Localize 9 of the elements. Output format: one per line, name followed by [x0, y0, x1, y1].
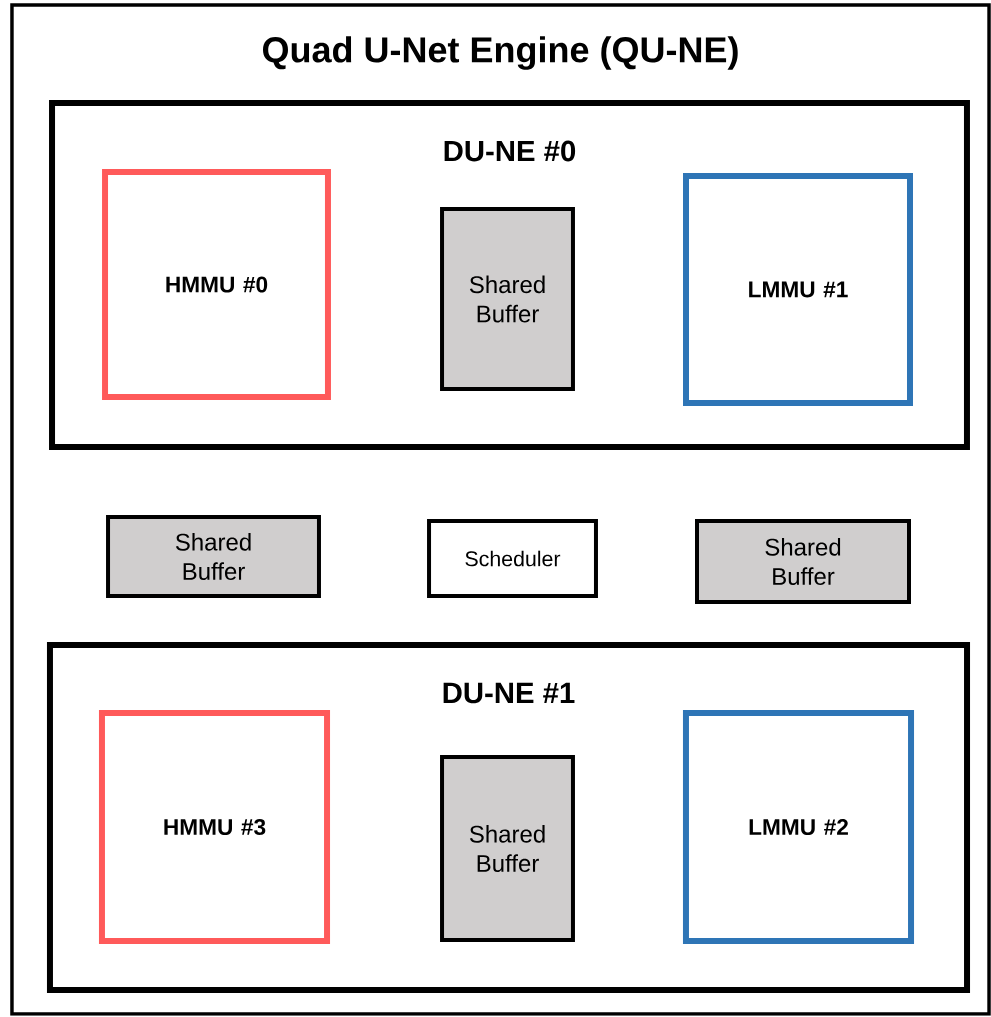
buffer-box: Shared Buffer: [440, 755, 575, 942]
buffer-box: Shared Buffer: [440, 207, 575, 391]
buffer-box: Shared Buffer: [695, 518, 911, 605]
buffer-box: Shared Buffer: [106, 515, 321, 598]
scheduler-box: Scheduler: [427, 519, 598, 598]
unit-box: HMMU #3: [98, 710, 331, 944]
unit-box: HMMU #0: [102, 168, 331, 401]
unit-box: LMMU #2: [682, 710, 915, 944]
unit-box: LMMU #1: [683, 173, 913, 406]
